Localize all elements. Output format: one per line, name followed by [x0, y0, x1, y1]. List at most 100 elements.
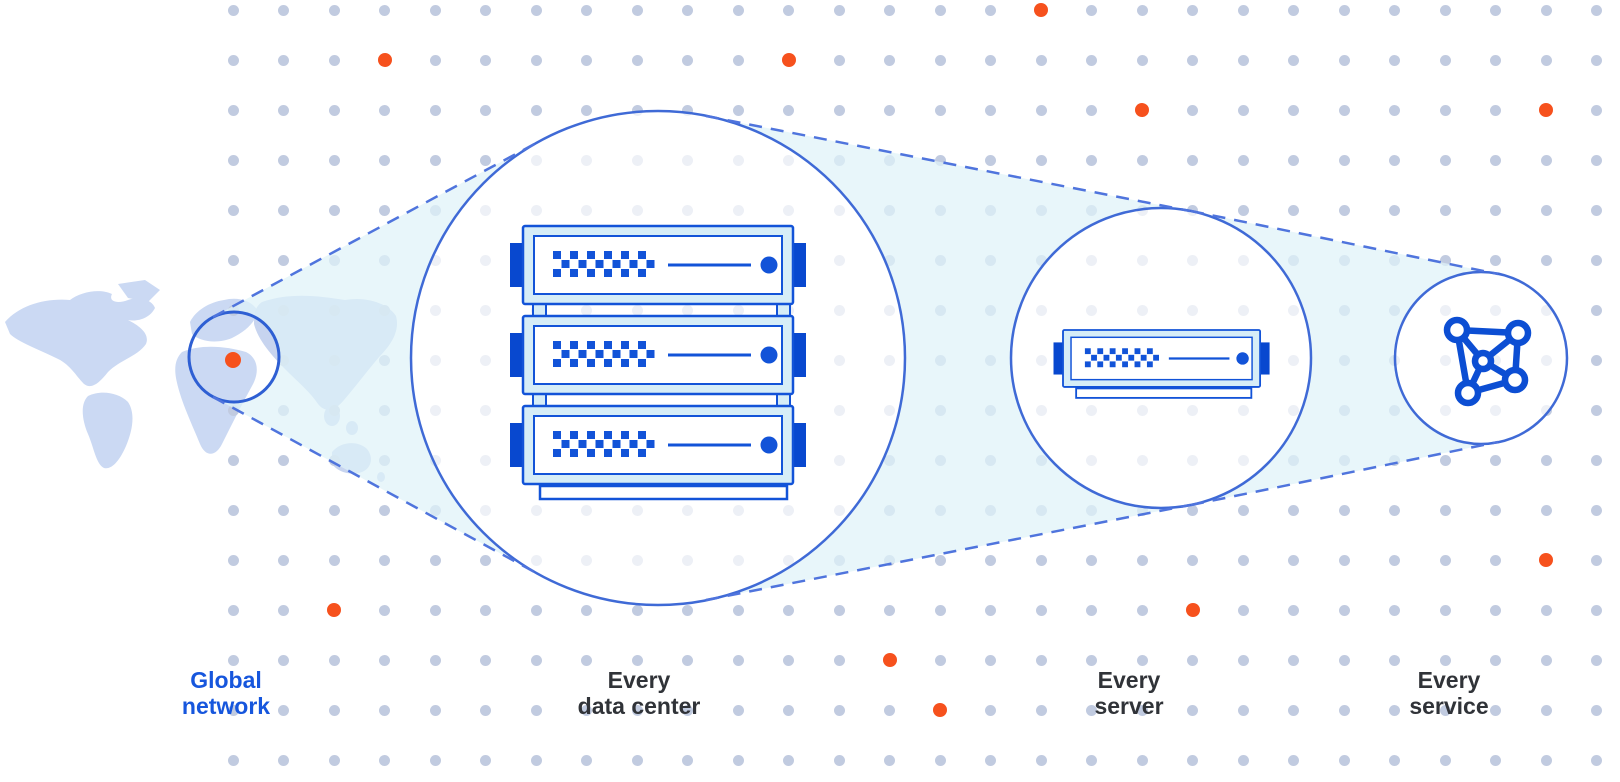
grid-dot [884, 604, 895, 616]
grid-dot [530, 104, 542, 116]
dashed-tangent-upper-2 [705, 114, 1191, 213]
grid-dot [1288, 754, 1299, 766]
grid-dot [379, 204, 390, 216]
grid-dot [1490, 104, 1501, 116]
grid-dot [1035, 54, 1047, 66]
grid-dot [1540, 454, 1552, 466]
grid-dot [1288, 554, 1299, 566]
grid-dot [278, 104, 289, 116]
grid-dot [1035, 104, 1047, 116]
grid-dot [783, 604, 794, 616]
grid-dot [631, 4, 643, 16]
grid-dot [429, 704, 441, 716]
grid-dot [227, 654, 239, 666]
grid-dot [429, 604, 441, 616]
grid-dot [682, 754, 693, 766]
grid-dot [1086, 654, 1097, 666]
grid-dot [1591, 404, 1602, 416]
grid-dot [985, 4, 996, 16]
grid-dot [429, 654, 441, 666]
grid-dot [1389, 204, 1400, 216]
grid-dot [783, 754, 794, 766]
grid-dot [1035, 604, 1047, 616]
grid-dot [227, 204, 239, 216]
magnifier-cone-datacenter-to-server [706, 116, 1190, 600]
label-every-data-center: Every data center [578, 667, 701, 719]
grid-dot [1187, 104, 1198, 116]
grid-dot [1288, 104, 1299, 116]
dashed-tangent-upper-3 [1190, 209, 1499, 276]
grid-dot [1490, 554, 1501, 566]
label-line: Every [1417, 667, 1481, 693]
grid-dot [480, 154, 491, 166]
grid-dot [934, 154, 946, 166]
grid-dot [682, 604, 693, 616]
grid-dot [783, 4, 794, 16]
grid-dot [783, 104, 794, 116]
grid-dot [833, 4, 845, 16]
grid-dot [429, 154, 441, 166]
grid-dot [732, 704, 744, 716]
grid-dot [227, 254, 239, 266]
grid-dot [1338, 604, 1350, 616]
orange-location-dot [1135, 103, 1149, 117]
grid-dot [1439, 104, 1451, 116]
grid-dot [530, 704, 542, 716]
grid-dot [1540, 254, 1552, 266]
network-node [1443, 316, 1471, 344]
grid-dot [732, 104, 744, 116]
grid-dot [1237, 504, 1249, 516]
grid-dot [581, 704, 592, 716]
orange-location-dot [1539, 553, 1553, 567]
grid-dot [1490, 204, 1501, 216]
grid-dot [328, 504, 340, 516]
grid-dot [1187, 654, 1198, 666]
map-region-north-america [5, 291, 155, 387]
grid-dot [1439, 54, 1451, 66]
network-node [1501, 366, 1529, 394]
grid-dot [1591, 104, 1602, 116]
grid-dot [1237, 154, 1249, 166]
grid-dot [581, 104, 592, 116]
grid-dot [227, 704, 239, 716]
grid-dot [884, 4, 895, 16]
grid-dot [1338, 754, 1350, 766]
grid-dot [1591, 554, 1602, 566]
grid-dot [227, 754, 239, 766]
grid-dot [227, 504, 239, 516]
grid-dot [1591, 454, 1602, 466]
grid-dot [1338, 204, 1350, 216]
grid-dot [379, 504, 390, 516]
grid-dot [1288, 654, 1299, 666]
grid-dot [1338, 104, 1350, 116]
grid-dot [581, 654, 592, 666]
grid-dot [985, 654, 996, 666]
grid-dot [1439, 204, 1451, 216]
grid-dot [1490, 4, 1501, 16]
grid-dot [1288, 154, 1299, 166]
server-rack-icon [508, 224, 808, 501]
grid-dot [278, 154, 289, 166]
grid-dot [1439, 504, 1451, 516]
grid-dot [1439, 254, 1451, 266]
grid-dot [328, 704, 340, 716]
label-every-service: Every service [1409, 667, 1488, 719]
grid-dot [1237, 4, 1249, 16]
grid-dot [1540, 504, 1552, 516]
grid-dot [1086, 554, 1097, 566]
grid-dot [934, 654, 946, 666]
grid-dot [1086, 704, 1097, 716]
grid-dot [1288, 704, 1299, 716]
grid-dot [379, 754, 390, 766]
grid-dot [1035, 704, 1047, 716]
grid-dot [732, 654, 744, 666]
grid-dot [934, 54, 946, 66]
grid-dot [1591, 204, 1602, 216]
grid-dot [1540, 204, 1552, 216]
grid-dot [1389, 54, 1400, 66]
grid-dot [278, 654, 289, 666]
grid-dot [1540, 54, 1552, 66]
grid-dot [1490, 54, 1501, 66]
grid-dot [1086, 754, 1097, 766]
grid-dot [884, 704, 895, 716]
